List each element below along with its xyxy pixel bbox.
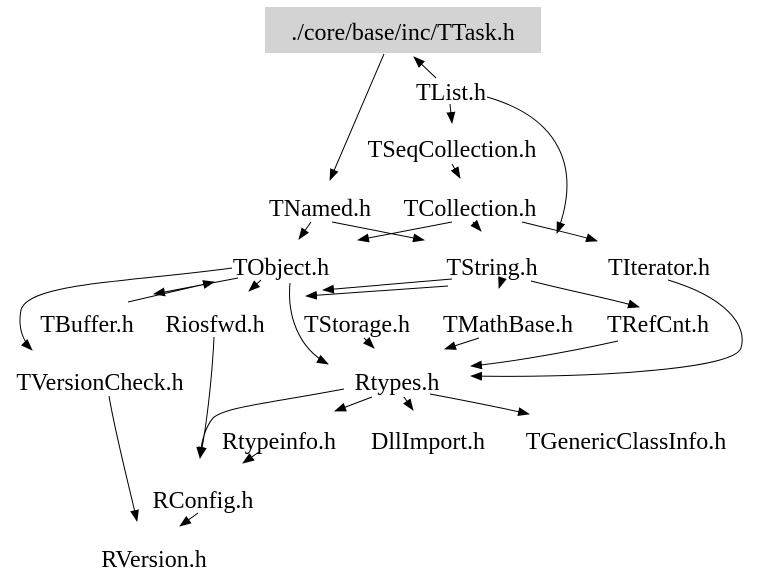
edge-ttask-tnamed [329,53,385,181]
node-tnamed-h[interactable]: TNamed.h [269,196,371,222]
edge-tcollection-tobject [357,221,453,243]
edge-rtypes-rtypeinfo [334,396,373,412]
node-tseqcollection-h[interactable]: TSeqCollection.h [368,137,537,163]
node-tversioncheck-h[interactable]: TVersionCheck.h [16,370,183,396]
node-tobject-h[interactable]: TObject.h [233,255,329,281]
edge-rtypes-dllimport [403,396,414,411]
edge-tobject-riosfwd [248,279,262,292]
node-trefcnt-h[interactable]: TRefCnt.h [607,312,709,338]
node-tlist-h[interactable]: TList.h [416,80,486,106]
node-group: TList.h TSeqCollection.h TNamed.h TColle… [16,80,726,573]
edge-rconfig-rversion [179,512,199,527]
node-tmathbase-h[interactable]: TMathBase.h [443,312,573,338]
edge-tcollection-tstring [470,219,482,232]
edge-tstring-tstorage [322,278,453,294]
edge-tversioncheck-rversion [108,395,139,522]
node-titerator-h[interactable]: TIterator.h [608,255,710,281]
node-tstring-h[interactable]: TString.h [446,255,537,281]
edge-tobject-rtypes [289,282,329,365]
node-tstorage-h[interactable]: TStorage.h [304,312,410,338]
edge-tmathbase-rtypes [444,337,480,350]
node-tbuffer-h[interactable]: TBuffer.h [40,312,134,338]
root-node: ./core/base/inc/TTask.h [265,7,541,53]
node-rversion-h[interactable]: RVersion.h [101,547,206,573]
edge-tbuffer-tobject [127,280,215,303]
node-tcollection-h[interactable]: TCollection.h [404,196,537,222]
edge-trefcnt-rtypes [470,340,619,370]
edge-rtypes-rconfig [196,388,345,459]
edge-tlist-tstring [486,96,568,234]
edge-tcollection-titerator [521,221,598,242]
edge-tseqcollection-tcollection [450,163,461,179]
node-rtypeinfo-h[interactable]: Rtypeinfo.h [222,429,336,455]
edge-tstring-trefcnt [530,280,640,309]
node-dllimport-h[interactable]: DllImport.h [371,429,485,455]
edge-rtypes-tgenericclassinfo [429,393,530,417]
node-rtypes-h[interactable]: Rtypes.h [355,370,440,396]
root-node-label: ./core/base/inc/TTask.h [291,20,515,46]
edge-tstring-riosfwd [305,285,449,300]
root-node-box [265,7,541,53]
node-riosfwd-h[interactable]: Riosfwd.h [165,312,264,338]
edge-tnamed-tstring [331,221,425,243]
edge-tobject-tversioncheck [19,267,233,351]
node-tgenericclassinfo-h[interactable]: TGenericClassInfo.h [526,429,727,455]
edge-tstring-tmathbase [498,276,507,289]
edge-tlist-ttask [413,56,437,79]
edge-tnamed-tobject [298,221,312,240]
edge-group [19,53,743,527]
edge-tstorage-rtypes [363,337,375,349]
edge-tlist-tseqcollection [446,103,456,124]
edge-riosfwd-rconfig [197,336,215,459]
node-rconfig-h[interactable]: RConfig.h [153,488,254,514]
edge-titerator-rtypes [470,279,743,381]
edge-rtypeinfo-rconfig [242,451,260,464]
